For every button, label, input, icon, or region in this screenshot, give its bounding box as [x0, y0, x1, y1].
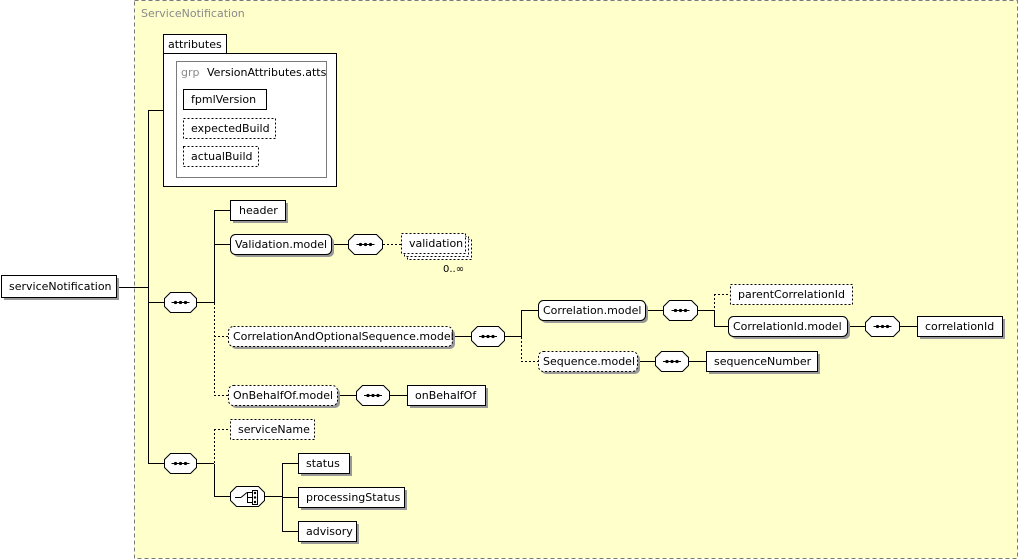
group-correlation-and-optional-sequence-model[interactable]: CorrelationAndOptionalSequence.model — [228, 326, 456, 350]
group-correlation-id-model[interactable]: CorrelationId.model — [728, 316, 851, 340]
element-status[interactable]: status — [298, 453, 353, 477]
attribute-label: actualBuild — [191, 150, 252, 163]
complex-type-name: ServiceNotification — [141, 7, 245, 20]
element-label: parentCorrelationId — [738, 288, 845, 301]
element-sequenceNumber[interactable]: sequenceNumber — [706, 351, 821, 375]
element-onBehalfOf[interactable]: onBehalfOf — [407, 385, 489, 409]
attributes-panel: attributes grp VersionAttributes.atts fp… — [163, 34, 337, 187]
element-label: header — [239, 204, 278, 217]
element-validation[interactable]: validation — [401, 233, 472, 260]
group-label: Sequence.model — [543, 355, 635, 368]
element-serviceName[interactable]: serviceName — [230, 419, 315, 440]
element-header[interactable]: header — [230, 200, 289, 224]
element-label: sequenceNumber — [714, 355, 812, 368]
attributes-tab-label: attributes — [168, 38, 222, 51]
group-validation-model[interactable]: Validation.model — [230, 234, 335, 258]
svg-text:grp VersionAttributes.at: grp VersionAttributes.atts — [181, 66, 327, 79]
cardinality-validation: 0..∞ — [443, 264, 464, 275]
sequence-compositor-validation[interactable] — [348, 234, 383, 255]
sequence-compositor-2[interactable] — [164, 453, 197, 474]
group-label: Correlation.model — [543, 304, 641, 317]
element-label: status — [306, 457, 340, 470]
group-label: Validation.model — [235, 238, 327, 251]
element-correlationId[interactable]: correlationId — [917, 316, 1006, 340]
group-label: CorrelationId.model — [733, 320, 842, 333]
group-label: CorrelationAndOptionalSequence.model — [233, 330, 454, 343]
attribute-label: expectedBuild — [191, 122, 270, 135]
sequence-compositor-correlation[interactable] — [663, 300, 698, 321]
attribute-group-name: VersionAttributes.atts — [207, 66, 327, 79]
group-label: OnBehalfOf.model — [233, 389, 333, 402]
element-label: onBehalfOf — [415, 389, 477, 402]
group-sequence-model[interactable]: Sequence.model — [538, 351, 641, 375]
element-parentCorrelationId[interactable]: parentCorrelationId — [730, 284, 853, 305]
element-label: processingStatus — [306, 491, 401, 504]
group-correlation-model[interactable]: Correlation.model — [538, 300, 649, 324]
element-advisory[interactable]: advisory — [298, 521, 360, 545]
sequence-compositor-correlation-id[interactable] — [865, 316, 900, 337]
sequence-compositor-1[interactable] — [164, 292, 197, 313]
sequence-compositor-on-behalf-of[interactable] — [356, 385, 390, 406]
root-element-serviceNotification[interactable]: serviceNotification — [1, 275, 120, 301]
connectors — [119, 110, 917, 532]
element-label: advisory — [306, 525, 353, 538]
group-on-behalf-of-model[interactable]: OnBehalfOf.model — [228, 385, 341, 409]
attribute-label: fpmlVersion — [191, 93, 256, 106]
element-label: correlationId — [925, 320, 994, 333]
attribute-actualBuild[interactable]: actualBuild — [183, 146, 259, 167]
attribute-expectedBuild[interactable]: expectedBuild — [183, 118, 276, 139]
attribute-fpmlVersion[interactable]: fpmlVersion — [183, 89, 267, 110]
sequence-compositor-correlation-seq[interactable] — [471, 326, 505, 347]
element-processingStatus[interactable]: processingStatus — [298, 487, 408, 511]
group-prefix: grp — [181, 66, 200, 79]
sequence-compositor-sequence[interactable] — [655, 351, 689, 372]
element-label: serviceName — [238, 423, 310, 436]
root-element-label: serviceNotification — [9, 280, 112, 293]
choice-compositor[interactable] — [230, 486, 265, 507]
element-label: validation — [409, 237, 463, 250]
